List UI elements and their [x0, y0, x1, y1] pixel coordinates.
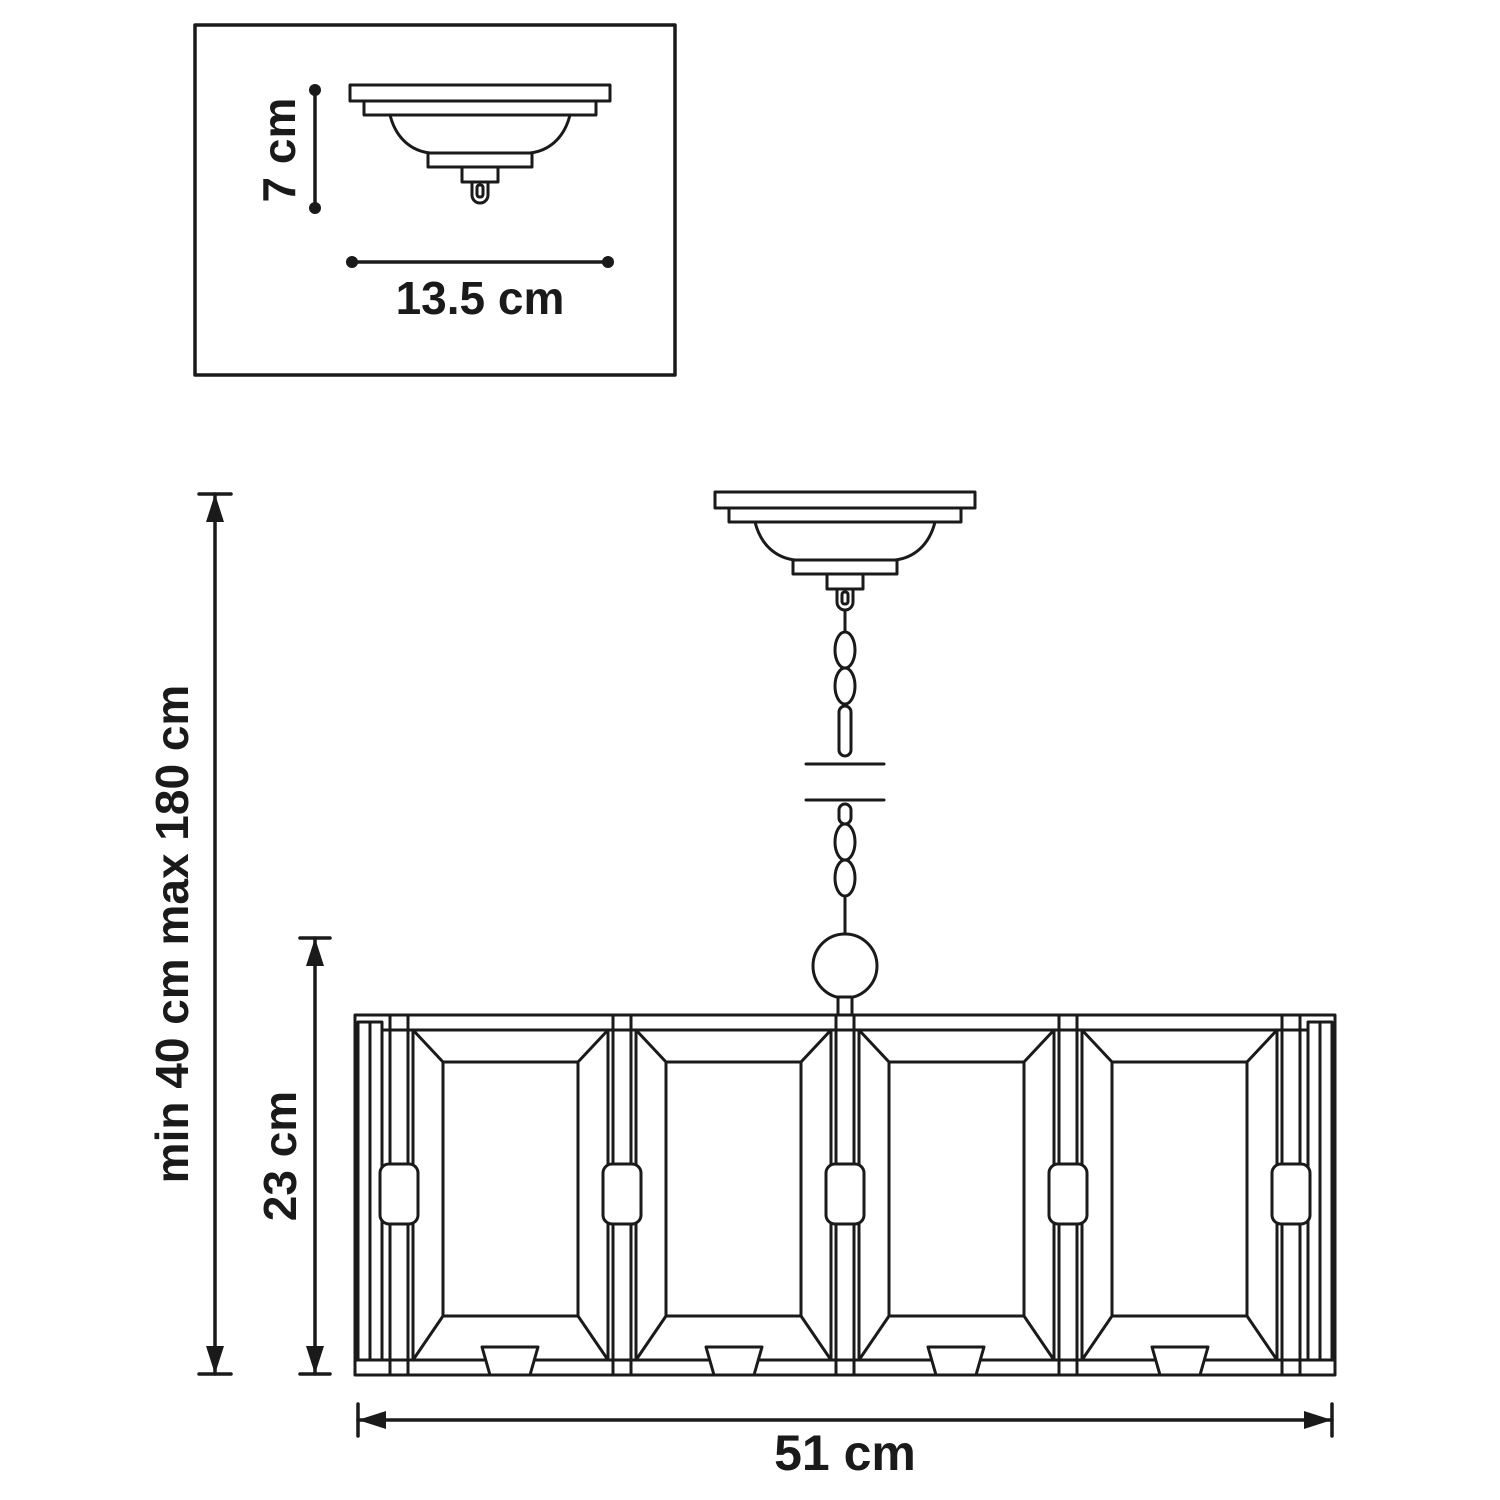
chain-link-side [837, 704, 853, 758]
arrow-down-icon [206, 1346, 224, 1374]
shade-width-dimension [356, 1402, 1334, 1438]
overall-height-dimension [197, 492, 233, 1376]
inset-width-dimension [346, 256, 614, 268]
inset-detail-box: 7 cm 13.5 cm [193, 23, 677, 377]
shade-height-dimension [298, 936, 332, 1376]
length-adjustment-marks [804, 762, 886, 802]
hanging-chain [804, 609, 886, 936]
chain-link [833, 858, 857, 898]
drum-shade [353, 1013, 1337, 1377]
side-panel-edge-left [356, 1020, 384, 1362]
shade-width-dimension-label: 51 cm [774, 1425, 916, 1481]
side-panel-edge-right [1306, 1020, 1334, 1362]
chain-link-side [837, 802, 853, 826]
chain-link [833, 630, 857, 670]
arrow-right-icon [1304, 1411, 1332, 1429]
inset-border [193, 23, 677, 377]
clamp-knobs [378, 1162, 1312, 1226]
canopy-width-dimension-label: 13.5 cm [396, 272, 565, 324]
shade-height-dimension-label: 23 cm [254, 1091, 306, 1221]
arrow-left-icon [358, 1411, 386, 1429]
overall-height-dimension-label: min 40 cm max 180 cm [146, 685, 198, 1184]
chain-link [833, 666, 857, 706]
main-ceiling-canopy [713, 490, 977, 612]
canopy-height-dimension-label: 7 cm [253, 98, 305, 203]
arrow-up-icon [306, 938, 324, 966]
arrow-down-icon [306, 1346, 324, 1374]
chain-link [833, 822, 857, 862]
arrow-up-icon [206, 494, 224, 522]
bottom-tabs [480, 1345, 1210, 1377]
inset-height-dimension [309, 84, 321, 214]
ball-finial [811, 932, 879, 1017]
